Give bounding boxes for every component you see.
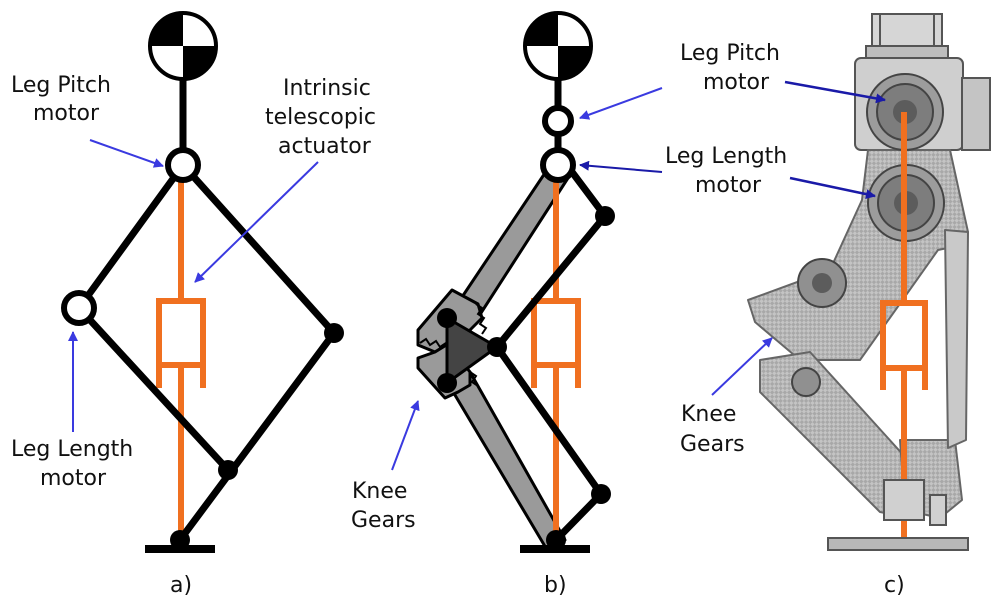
- foot-joint: [170, 530, 190, 550]
- ankle-joint: [591, 484, 611, 504]
- telescopic-actuator: [156, 180, 206, 540]
- leg-length-joint: [61, 290, 97, 326]
- arrow-leg-length-c: [789, 176, 876, 200]
- label-leg-length-line1: Leg Length: [11, 437, 133, 462]
- label-leg-pitch-line2: motor: [33, 101, 100, 126]
- gear-teeth-lower: [469, 371, 479, 387]
- gear-joint-lower: [437, 373, 457, 393]
- label-knee-gears-line2: Gears: [680, 432, 745, 457]
- caption-b: b): [544, 573, 567, 598]
- foot-joint: [546, 530, 566, 550]
- leg-linkage: [75, 161, 338, 544]
- center-of-mass-icon: [523, 11, 593, 81]
- leg-linkage: [493, 168, 609, 544]
- arrow-leg-pitch: [89, 139, 164, 168]
- label-knee-gears-line1: Knee: [681, 402, 736, 427]
- gear-teeth-mid: [419, 337, 447, 349]
- label-intrinsic-line1: Intrinsic: [283, 76, 371, 101]
- foot-assembly: [827, 479, 969, 551]
- label-intrinsic-line2: telescopic: [265, 105, 376, 130]
- leg-pitch-joint: [542, 105, 574, 137]
- hip-joint: [595, 206, 615, 226]
- arrow-leg-pitch-c: [784, 80, 886, 104]
- label-intrinsic-line3: actuator: [278, 134, 372, 159]
- label-leg-length-line2: motor: [40, 466, 107, 491]
- label-leg-pitch-line2: motor: [703, 70, 770, 95]
- center-of-mass-icon: [148, 11, 218, 81]
- knee-joint: [487, 337, 507, 357]
- gear-joint-upper: [437, 308, 457, 328]
- label-leg-length-line2: motor: [695, 173, 762, 198]
- arrow-actuator: [194, 161, 319, 283]
- knee-triangle: [445, 315, 500, 386]
- leg-length-joint: [540, 147, 576, 183]
- caption-c: c): [884, 573, 905, 598]
- label-leg-pitch-line1: Leg Pitch: [680, 41, 780, 66]
- gear-teeth-upper: [475, 303, 488, 335]
- lower-joint: [218, 460, 238, 480]
- label-leg-pitch-line1: Leg Pitch: [11, 73, 111, 98]
- panel-c: Leg Pitch motor Leg Length motor Knee Ge…: [665, 13, 991, 598]
- caption-a: a): [170, 573, 192, 598]
- knee-gear-links: [416, 168, 570, 550]
- knee-gear-icon: [791, 258, 847, 397]
- panel-a: Leg Pitch motor Intrinsic telescopic act…: [11, 11, 376, 598]
- label-leg-length-line1: Leg Length: [665, 144, 787, 169]
- panel-b: Knee Gears b): [351, 11, 663, 598]
- label-knee-gears-line2: Gears: [351, 508, 416, 533]
- telescopic-actuator: [531, 180, 581, 540]
- knee-joint: [324, 323, 344, 343]
- arrow-leg-pitch-b: [579, 87, 663, 120]
- label-knee-gears-line1: Knee: [352, 479, 407, 504]
- arrow-knee-gears: [391, 400, 420, 471]
- arrow-knee-gears-c: [711, 337, 773, 396]
- leg-pitch-joint: [165, 147, 201, 183]
- arrow-leg-length-b: [579, 160, 663, 173]
